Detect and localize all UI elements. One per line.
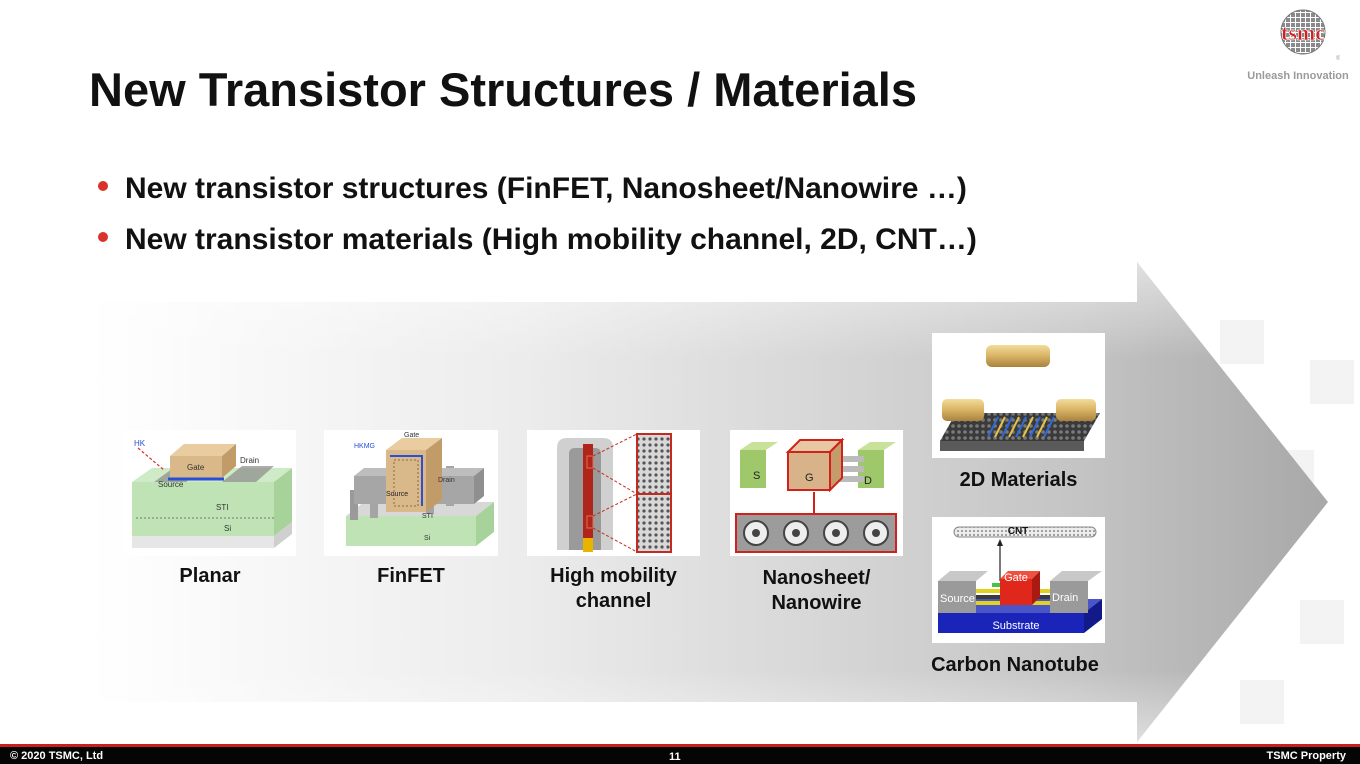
page-number: 11	[669, 751, 681, 763]
svg-text:Source: Source	[158, 480, 184, 489]
two-d-materials-caption: 2D Materials	[959, 469, 1078, 491]
nanosheet-diagram: S G D	[730, 430, 903, 556]
bullet-list: New transistor structures (FinFET, Nanos…	[96, 172, 977, 274]
nanosheet-caption: Nanosheet/ Nanowire	[762, 567, 871, 614]
svg-text:Si: Si	[224, 524, 231, 533]
svg-text:Drain: Drain	[240, 456, 259, 465]
svg-text:Source: Source	[940, 593, 975, 605]
svg-text:D: D	[864, 475, 872, 487]
svg-text:Source: Source	[386, 491, 408, 498]
tagline: Unleash Innovation	[1247, 70, 1349, 82]
svg-text:G: G	[805, 472, 814, 484]
page-title: New Transistor Structures / Materials	[89, 63, 918, 116]
svg-text:S: S	[753, 470, 760, 482]
svg-text:Gate: Gate	[1004, 572, 1028, 584]
svg-text:Drain: Drain	[1052, 592, 1078, 604]
svg-text:Si: Si	[424, 535, 431, 542]
svg-text:STI: STI	[216, 503, 228, 512]
planar-diagram: HK Gate Drain Source STI Si	[124, 430, 296, 556]
svg-text:CNT: CNT	[1008, 526, 1029, 537]
two-d-materials-diagram	[932, 333, 1105, 458]
high-mobility-caption: High mobility channel	[550, 565, 677, 612]
bullet-dot-icon	[98, 181, 108, 191]
copyright: © 2020 TSMC, Ltd	[10, 750, 104, 762]
svg-text:Gate: Gate	[404, 432, 419, 439]
carbon-nanotube-caption: Carbon Nanotube	[931, 654, 1099, 676]
property-label: TSMC Property	[1266, 750, 1346, 762]
bullet-materials: New transistor materials (High mobility …	[96, 223, 977, 274]
bullet-text: New transistor materials (High mobility …	[125, 223, 977, 256]
svg-text:Drain: Drain	[438, 477, 455, 484]
high-mobility-diagram	[527, 430, 700, 556]
svg-text:®: ®	[1336, 55, 1340, 62]
tsmc-logo: tsmc ®	[1280, 9, 1340, 62]
bullet-dot-icon	[98, 232, 108, 242]
finfet-caption: FinFET	[377, 565, 445, 587]
svg-text:Substrate: Substrate	[992, 620, 1039, 632]
svg-text:Gate: Gate	[187, 463, 205, 472]
footer-bar: © 2020 TSMC, Ltd 11 TSMC Property	[0, 744, 1360, 764]
svg-text:STI: STI	[422, 513, 433, 520]
bullet-structures: New transistor structures (FinFET, Nanos…	[96, 172, 977, 223]
bullet-text: New transistor structures (FinFET, Nanos…	[125, 172, 967, 205]
svg-text:HKMG: HKMG	[354, 443, 375, 450]
svg-text:tsmc: tsmc	[1281, 20, 1325, 45]
planar-caption: Planar	[179, 565, 241, 587]
svg-text:HK: HK	[134, 439, 146, 448]
finfet-diagram: Gate HKMG Drain Source STI Si	[324, 430, 498, 556]
carbon-nanotube-diagram: Gate CNT Source Drain Substrate	[932, 517, 1105, 643]
